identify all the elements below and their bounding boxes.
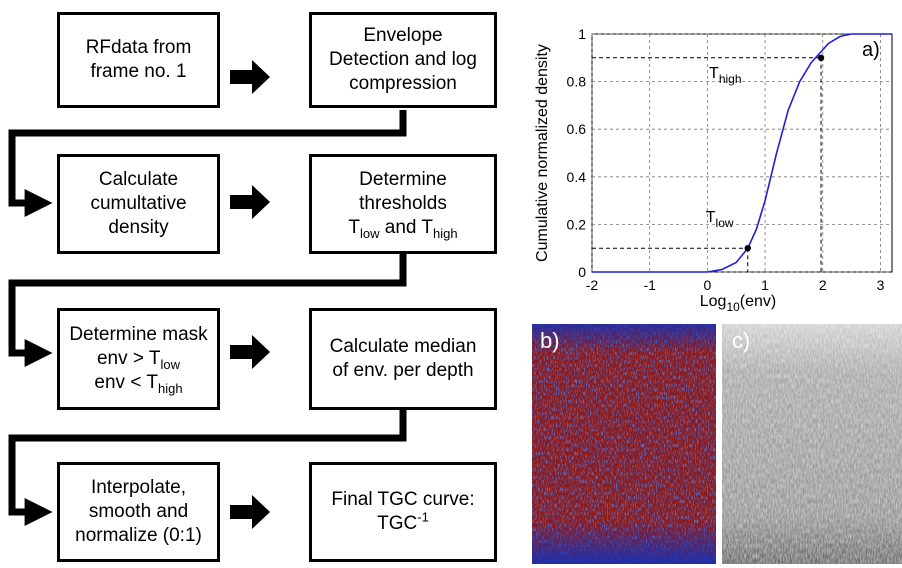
step-interpolate-line2: smooth and bbox=[88, 501, 189, 522]
step-rfdata: RFdata from frame no. 1 bbox=[57, 12, 220, 108]
x-axis-label: Log10(env) bbox=[700, 293, 777, 314]
y-tick-label: 0.4 bbox=[567, 169, 587, 185]
t-low-label: Tlow bbox=[706, 209, 734, 230]
y-tick-label: 0.8 bbox=[567, 74, 587, 90]
y-tick-label: 0 bbox=[578, 264, 586, 280]
step-thresholds: Determine thresholds Tlow and Thigh bbox=[309, 154, 497, 254]
step-final-tgc-line1: Final TGC curve: bbox=[331, 489, 475, 510]
step-mask-line1: Determine mask bbox=[69, 324, 208, 345]
connector-6-to-7 bbox=[8, 410, 407, 526]
step-mask-line3: env < Thigh bbox=[94, 372, 183, 396]
x-tick-label: 1 bbox=[761, 277, 769, 293]
step-final-tgc: Final TGC curve: TGC-1 bbox=[309, 462, 497, 562]
t-low-point bbox=[744, 245, 751, 252]
step-thresholds-line2: thresholds bbox=[359, 193, 447, 214]
step-envelope: Envelope Detection and log compression bbox=[309, 12, 497, 108]
step-interpolate-line1: Interpolate, bbox=[90, 477, 187, 498]
step-density-line1: Calculate bbox=[98, 169, 179, 190]
step-density: Calculate cumultative density bbox=[57, 154, 220, 254]
step-rfdata-line2: frame no. 1 bbox=[90, 61, 187, 82]
step-mask-line2: env > Tlow bbox=[96, 348, 181, 372]
step-density-line2: cumultative bbox=[90, 193, 187, 214]
arrow-right-4 bbox=[230, 495, 270, 529]
step-density-line3: density bbox=[108, 217, 169, 238]
ultrasound-image-texture bbox=[722, 324, 902, 564]
y-tick-label: 0.6 bbox=[567, 121, 587, 137]
panel-label-a: a) bbox=[862, 39, 880, 61]
step-interpolate-line3: normalize (0:1) bbox=[75, 525, 202, 546]
y-axis-label: Cumulative normalized density bbox=[534, 44, 551, 262]
mask-image-texture bbox=[532, 324, 716, 564]
step-mask: Determine mask env > Tlow env < Thigh bbox=[57, 308, 220, 410]
threshold-guides bbox=[592, 57, 822, 272]
x-tick-label: 3 bbox=[877, 277, 885, 293]
arrow-right-3 bbox=[230, 335, 270, 369]
x-tick-label: 2 bbox=[819, 277, 827, 293]
t-high-point bbox=[817, 54, 825, 61]
connector-4-to-5 bbox=[8, 254, 407, 367]
arrow-right-2 bbox=[230, 185, 270, 219]
step-rfdata-line1: RFdata from bbox=[85, 37, 192, 58]
connector-2-to-3 bbox=[8, 110, 407, 217]
step-interpolate: Interpolate, smooth and normalize (0:1) bbox=[57, 462, 220, 562]
y-tick-label: 1 bbox=[578, 26, 586, 42]
step-median-line2: of env. per depth bbox=[332, 360, 474, 381]
x-tick-label: -2 bbox=[586, 277, 599, 293]
ultrasound-image: c) bbox=[722, 324, 902, 564]
mask-image: b) bbox=[532, 324, 716, 564]
x-tick-label: 0 bbox=[703, 277, 711, 293]
ticks: -2 -1 0 1 2 3 0 0.2 0.4 0.6 0.8 1 bbox=[567, 26, 885, 293]
panel-label-c: c) bbox=[732, 328, 751, 353]
step-envelope-line3: compression bbox=[349, 73, 457, 94]
step-final-tgc-line2: TGC-1 bbox=[377, 509, 429, 534]
arrow-right-1 bbox=[230, 60, 270, 94]
step-thresholds-line1: Determine bbox=[359, 169, 447, 190]
step-envelope-line2: Detection and log bbox=[329, 49, 477, 70]
step-median-line1: Calculate median bbox=[329, 336, 477, 357]
plot-area bbox=[591, 33, 893, 273]
step-thresholds-line3: Tlow and Thigh bbox=[348, 217, 458, 241]
cdf-curve bbox=[592, 33, 892, 273]
step-envelope-line1: Envelope bbox=[363, 25, 443, 46]
step-median: Calculate median of env. per depth bbox=[309, 308, 497, 410]
panel-label-b: b) bbox=[540, 328, 560, 353]
y-tick-label: 0.2 bbox=[567, 216, 587, 232]
t-high-label: Thigh bbox=[709, 65, 741, 86]
x-tick-label: -1 bbox=[643, 277, 656, 293]
